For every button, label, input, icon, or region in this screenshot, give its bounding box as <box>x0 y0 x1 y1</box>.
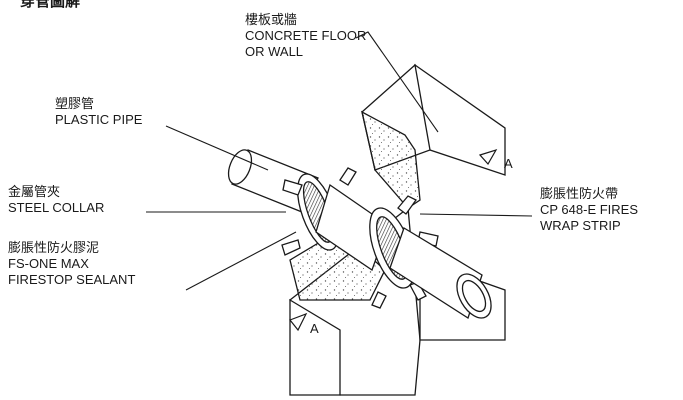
section-label-upper: A <box>504 156 513 171</box>
label-pipe-en1: PLASTIC PIPE <box>55 112 143 127</box>
label-steel-collar: 金屬管夾 STEEL COLLAR <box>8 184 104 216</box>
label-strip-zh: 膨脹性防火帶 <box>540 186 619 201</box>
section-label-lower: A <box>310 321 319 336</box>
label-floor-en1: CONCRETE FLOOR <box>245 28 367 43</box>
section-mark-lower <box>289 312 308 332</box>
label-collar-zh: 金屬管夾 <box>8 184 61 199</box>
label-sealant-en2: FIRESTOP SEALANT <box>8 272 136 287</box>
label-strip-en1: CP 648-E FIRES <box>540 202 639 217</box>
label-plastic-pipe: 塑膠管 PLASTIC PIPE <box>55 96 142 128</box>
label-strip-en2: WRAP STRIP <box>540 218 621 233</box>
leader-lines <box>146 31 533 291</box>
label-firestop-sealant: 膨脹性防火膠泥 FS-ONE MAX FIRESTOP SEALANT <box>8 240 135 288</box>
pipe-left <box>227 149 319 213</box>
label-collar-en1: STEEL COLLAR <box>8 200 105 215</box>
section-mark-upper <box>478 148 498 166</box>
label-concrete-floor: 樓板或牆 CONCRETE FLOOR OR WALL <box>245 12 366 60</box>
label-wrap-strip: 膨脹性防火帶 CP 648-E FIRES WRAP STRIP <box>540 186 638 234</box>
label-floor-zh: 樓板或牆 <box>245 12 298 27</box>
diagram-title: 穿管圖解 <box>20 0 81 10</box>
label-floor-en2: OR WALL <box>245 44 304 59</box>
pipe-middle <box>315 183 389 272</box>
label-sealant-zh: 膨脹性防火膠泥 <box>8 240 100 255</box>
label-sealant-en1: FS-ONE MAX <box>8 256 89 271</box>
pipe-right <box>389 227 492 320</box>
label-pipe-zh: 塑膠管 <box>55 96 95 111</box>
